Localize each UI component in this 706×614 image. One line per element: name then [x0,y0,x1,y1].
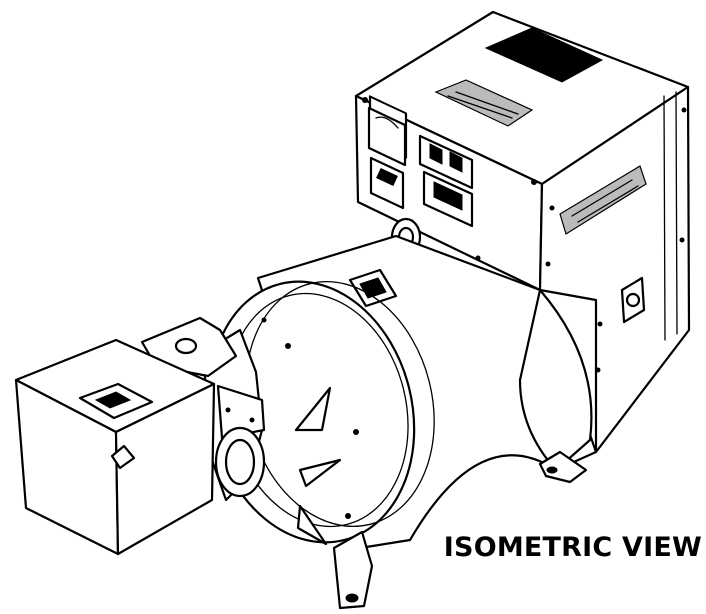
pto-shield [14,338,216,556]
mounting-feet [332,450,588,610]
view-label: ISOMETRIC VIEW [443,532,702,563]
vent-plate [484,27,604,83]
control-box [354,10,691,454]
gearbox [140,316,266,502]
logo-plate-icon [434,79,534,127]
